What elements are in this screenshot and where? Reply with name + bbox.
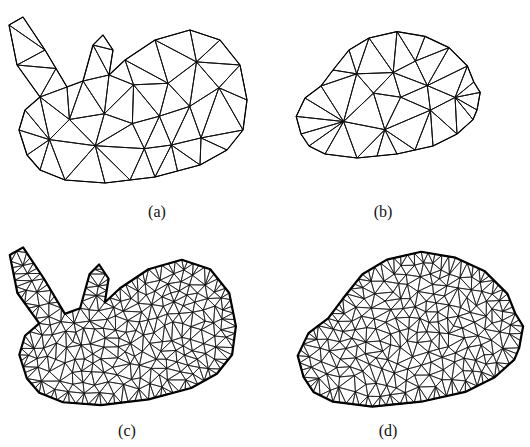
mesh-edges <box>10 247 236 405</box>
mesh-edges <box>298 252 523 407</box>
fine-mesh-ears-up <box>10 247 236 405</box>
mesh-silhouette <box>296 32 480 158</box>
mesh-edges <box>296 32 480 158</box>
mesh-silhouette <box>298 252 523 407</box>
subfigure-label: (c) <box>118 422 136 440</box>
subfigure-label: (b) <box>374 203 393 221</box>
subfigure-label: (a) <box>148 203 166 221</box>
mesh-edges <box>9 17 247 183</box>
mesh-silhouette <box>10 247 236 405</box>
fine-mesh-ears-down <box>298 252 523 407</box>
subfigure-label: (d) <box>379 422 398 440</box>
coarse-mesh-ears-down <box>296 32 480 158</box>
mesh-silhouette <box>9 17 247 183</box>
coarse-mesh-ears-up <box>9 17 247 183</box>
